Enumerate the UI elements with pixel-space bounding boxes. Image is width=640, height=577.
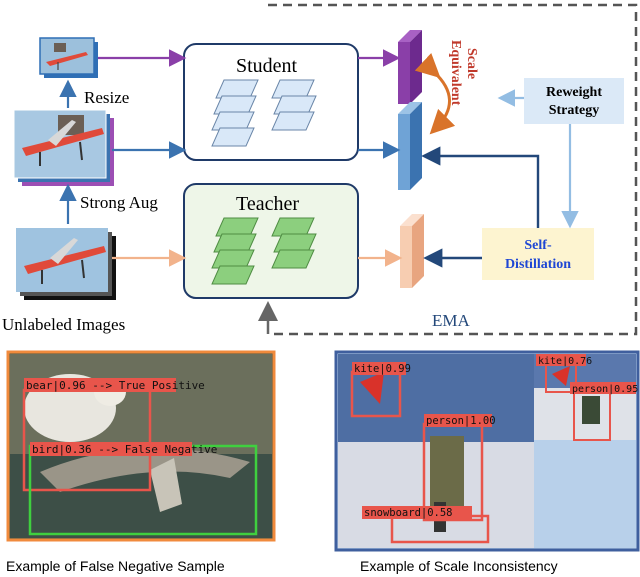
student-label: Student: [236, 55, 298, 77]
bear-label-bg: [24, 378, 176, 392]
svg-text:Distillation: Distillation: [505, 257, 571, 272]
feature-blue: [398, 102, 422, 190]
person-small-label-bg: [570, 382, 636, 394]
svg-text:Scale: Scale: [464, 48, 479, 79]
scale-equivalent-label: Scale Equivalent: [448, 40, 479, 106]
scale-inconsistency-caption: Example of Scale Inconsistency: [360, 558, 558, 574]
reweight-strategy-box: [524, 78, 624, 124]
person-small-label: person|0.95: [572, 384, 638, 395]
feature-purple: [398, 30, 422, 104]
svg-text:Equivalent: Equivalent: [448, 40, 463, 106]
kite-big-label-bg: [352, 362, 406, 375]
feature-orange: [400, 214, 424, 288]
scale-equivalent-arc: [414, 52, 456, 135]
svg-text:Self-: Self-: [524, 238, 552, 253]
bird-label: bird|0.36 --> False Negative: [32, 443, 217, 456]
false-negative-caption: Example of False Negative Sample: [6, 558, 225, 574]
kite-big-label: kite|0.99: [354, 363, 411, 375]
augmented-image-stack: [13, 109, 114, 186]
person-big-label-bg: [424, 414, 492, 427]
person-big-label: person|1.00: [426, 415, 496, 427]
bear-label: bear|0.96 --> True Positive: [26, 379, 205, 392]
snowboard-label-bg: [362, 506, 472, 519]
svg-text:Reweight: Reweight: [546, 85, 602, 100]
student-network-icon: [211, 79, 317, 147]
strong-aug-label: Strong Aug: [80, 193, 158, 212]
teacher-label: Teacher: [236, 193, 299, 215]
unlabeled-image-stack: [16, 228, 116, 300]
svg-text:Strategy: Strategy: [549, 103, 600, 118]
ema-label: EMA: [432, 311, 471, 330]
teacher-network-icon: [211, 217, 317, 285]
resize-label: Resize: [84, 88, 129, 107]
arrow-distill-to-blue: [421, 146, 540, 228]
snowboard-label: snowboard|0.58: [364, 507, 453, 519]
self-distillation-box: [482, 228, 594, 280]
resized-image: [39, 37, 98, 78]
kite-small-label: kite|0.76: [538, 356, 592, 367]
ema-dashed-region: [268, 3, 638, 336]
bird-label-bg: [30, 442, 192, 456]
kite-small-label-bg: [536, 354, 586, 366]
unlabeled-images-label: Unlabeled Images: [2, 315, 125, 334]
scale-inconsistency-example-image: [334, 350, 640, 552]
